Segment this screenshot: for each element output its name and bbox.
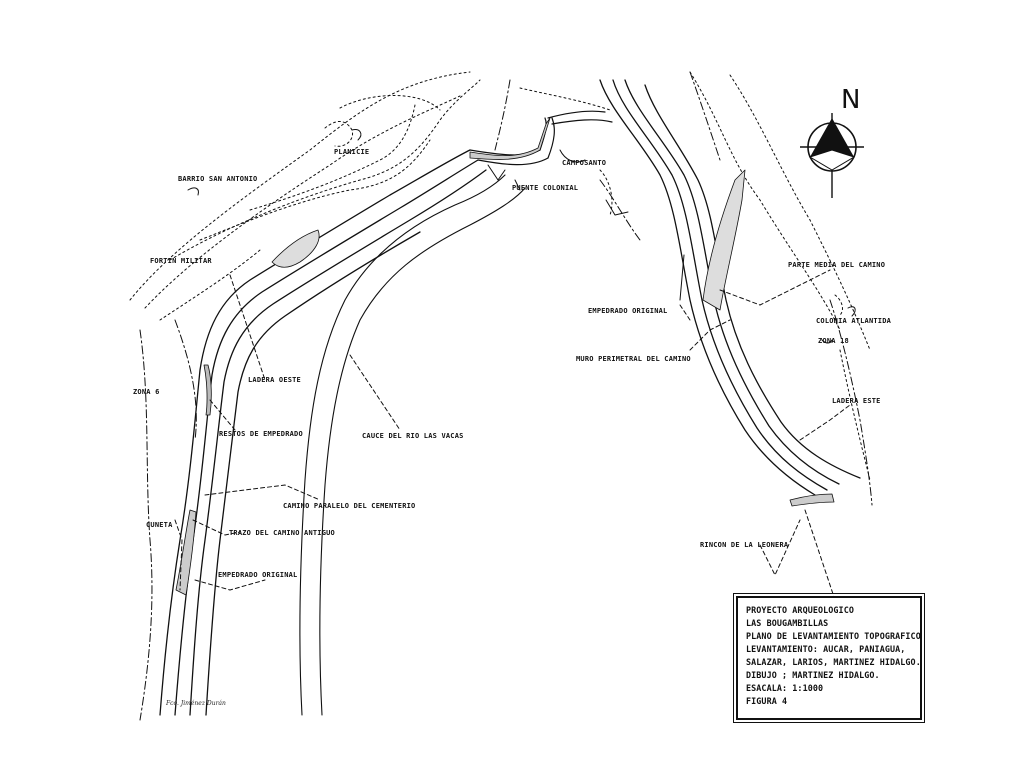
river-channel	[299, 174, 526, 716]
label-barrio-san-antonio: BARRIO SAN ANTONIO	[178, 175, 258, 183]
label-ladera-oeste: LADERA OESTE	[248, 376, 301, 384]
title-line-5: SALAZAR, LARIOS, MARTINEZ HIDALGO.	[746, 657, 921, 667]
label-trazo-camino: TRAZO DEL CAMINO ANTIGUO	[229, 529, 335, 537]
north-label: N	[841, 85, 861, 115]
label-zona-6: ZONA 6	[133, 388, 160, 396]
label-puente-colonial: PUENTE COLONIAL	[512, 184, 579, 192]
label-ladera-este: LADERA ESTE	[832, 397, 881, 405]
label-muro-perimetral: MURO PERIMETRAL DEL CAMINO	[576, 355, 691, 363]
road-east	[599, 79, 861, 496]
label-colonia-atlantida: COLONIA ATLANTIDA	[816, 317, 892, 325]
terrain-marks	[187, 129, 856, 344]
leader-lines	[174, 269, 851, 601]
label-cauce-rio: CAUCE DEL RIO LAS VACAS	[362, 432, 464, 440]
drafter-signature: Fco. Jiménez Durán	[166, 700, 226, 707]
title-line-6: DIBUJO ; MARTINEZ HIDALGO.	[746, 670, 880, 680]
label-parte-media: PARTE MEDIA DEL CAMINO	[788, 261, 886, 269]
label-empedrado-original-west: EMPEDRADO ORIGINAL	[218, 571, 298, 579]
title-line-1: PROYECTO ARQUEOLOGICO	[746, 605, 854, 615]
title-line-7: ESACALA: 1:1000	[746, 683, 824, 693]
contour-lines	[129, 71, 871, 481]
boundary-lines	[139, 71, 873, 721]
title-line-2: LAS BOUGAMBILLAS	[746, 618, 829, 628]
label-cuneta: CUNETA	[146, 521, 173, 529]
label-camposanto: CAMPOSANTO	[562, 159, 607, 167]
label-restos-empedrado: RESTOS DE EMPEDRADO	[219, 430, 303, 438]
north-arrow-icon	[800, 113, 864, 198]
bridge-feature	[487, 149, 685, 301]
title-line-4: LEVANTAMIENTO: AUCAR, PANIAGUA,	[746, 644, 906, 654]
title-line-8: FIGURA 4	[746, 696, 788, 706]
label-zona-18: ZONA 18	[818, 337, 849, 345]
label-camino-paralelo: CAMINO PARALELO DEL CEMENTERIO	[283, 502, 416, 510]
label-fortin-militar: FORTIN MILITAR	[150, 257, 212, 265]
label-rincon-leonera: RINCON DE LA LEONERA	[700, 541, 789, 549]
cobblestone-patches	[175, 117, 835, 596]
title-block: PROYECTO ARQUEOLOGICO LAS BOUGAMBILLAS P…	[733, 593, 925, 723]
title-line-3: PLANO DE LEVANTAMIENTO TOPOGRAFICO	[746, 631, 921, 641]
label-empedrado-original-east: EMPEDRADO ORIGINAL	[588, 307, 668, 315]
label-planicie: PLANICIE	[334, 148, 370, 156]
